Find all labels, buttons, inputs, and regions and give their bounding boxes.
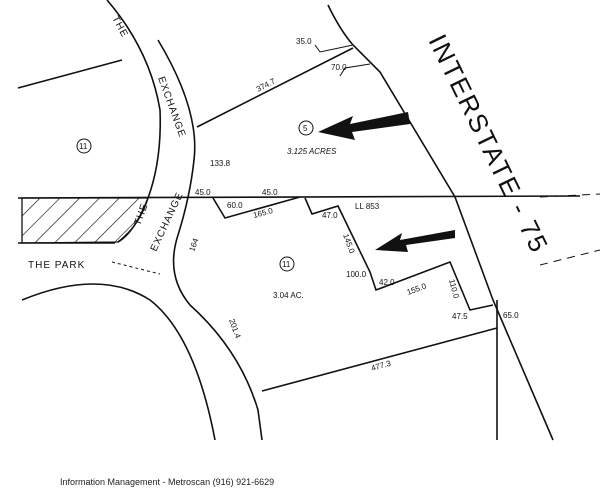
parcel-11-west-marker (76, 138, 92, 154)
parcel-5-marker (298, 120, 314, 136)
highway-label: INTERSTATE - 75 (423, 29, 555, 258)
interstate-row-line (327, 4, 554, 441)
arrow-icon-parcel-5 (318, 112, 410, 140)
dim-label: 201.4 (227, 318, 242, 340)
dim-label: 100.0 (346, 270, 367, 279)
dimension-leaders (314, 44, 371, 77)
road-label-the-upper: THE (109, 14, 130, 39)
dim-label: 164 (187, 237, 200, 253)
parcel-11-boundary (212, 196, 498, 440)
dim-label: 35.0 (296, 37, 312, 46)
lot-line-west (17, 59, 123, 89)
dim-label: 42.0 (379, 278, 395, 287)
dim-label: 155.0 (406, 281, 428, 296)
interstate-lane-line (539, 193, 601, 266)
footer-credit: Information Management - Metroscan (916)… (60, 477, 275, 487)
dim-label: 47.0 (322, 211, 338, 220)
hatched-area (21, 197, 149, 244)
park-road-curve (21, 283, 216, 441)
parcel-5-area: 3.125 ACRES (287, 147, 337, 156)
parcel-11-marker (279, 256, 295, 272)
land-lot-label: LL 853 (355, 202, 380, 211)
dim-label: 45.0 (195, 188, 211, 197)
road-label-exchange-lower: EXCHANGE (149, 191, 186, 254)
parcel-11-west-number: 11 (79, 142, 88, 151)
parcel-11-area: 3.04 AC. (273, 291, 304, 300)
dim-label: 70.0 (331, 63, 347, 72)
dim-label: 145.0 (341, 233, 356, 255)
parcel-5-north-line (196, 47, 354, 128)
dim-label: 60.0 (227, 201, 243, 210)
park-road-centerline (111, 261, 161, 275)
dim-label: 165.0 (252, 206, 274, 220)
road-label-the-park: THE PARK (28, 260, 85, 271)
dim-label: 47.5 (452, 312, 468, 321)
parcel-5-number: 5 (303, 124, 308, 133)
dim-label: 65.0 (503, 311, 519, 320)
dim-label: 45.0 (262, 188, 278, 197)
arrow-icon-parcel-11 (375, 230, 455, 252)
exchange-road-west-edge (106, 0, 162, 243)
parcel-11-number: 11 (282, 260, 291, 269)
dim-label: 133.8 (210, 159, 231, 168)
exchange-road-east-edge (157, 39, 263, 441)
